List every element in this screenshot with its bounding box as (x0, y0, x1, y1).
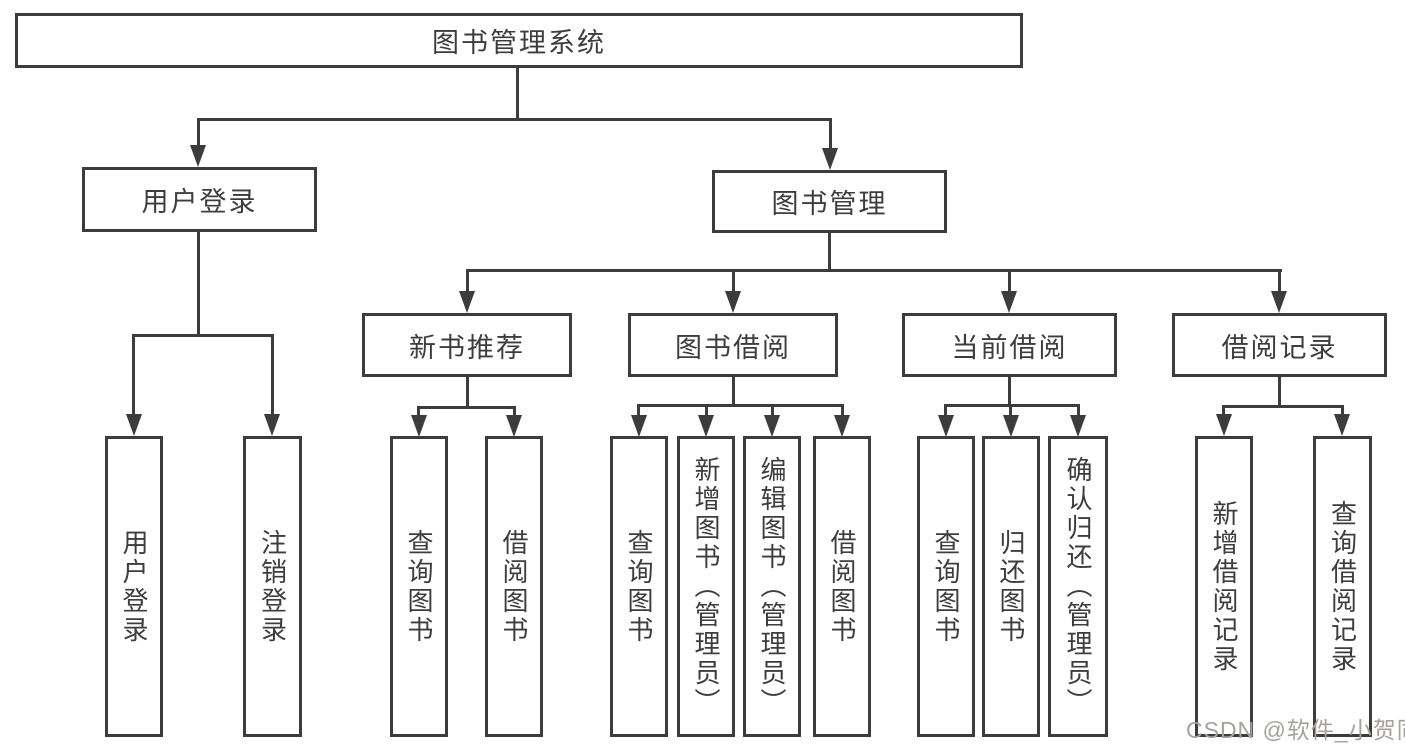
connector-sec2-rail (638, 404, 844, 407)
connector-user-login-drop (197, 230, 200, 337)
leaf-return-books-label: 归还图书 (996, 528, 1026, 645)
arrowhead-leaf-logout (264, 414, 280, 436)
leaf-add-book-admin: 新增图书（管理员） (677, 436, 735, 737)
connector-root-drop (516, 66, 519, 121)
leaf-borrow-books-recommend-label: 借阅图书 (499, 528, 529, 645)
arrowhead-sec3-leaf2 (1003, 415, 1019, 437)
leaf-query-borrow-record-label: 查询借阅记录 (1327, 499, 1358, 674)
arrowhead-borrow-record (1271, 291, 1287, 313)
leaf-logout-label: 注销登录 (257, 528, 288, 645)
arrowhead-sec4-leaf2 (1334, 414, 1350, 436)
leaf-logout: 注销登录 (243, 436, 302, 737)
node-current-borrowing: 当前借阅 (902, 313, 1117, 377)
arrowhead-book-mgmt (822, 148, 838, 170)
arrowhead-sec2-leaf2 (698, 415, 714, 437)
node-root-label: 图书管理系统 (432, 28, 606, 58)
connector-level2-rail (466, 269, 1282, 272)
arrowhead-new-book (459, 291, 475, 313)
node-borrow-records: 借阅记录 (1172, 313, 1387, 377)
node-user-login-label: 用户登录 (141, 187, 258, 217)
connector-book-mgmt-stem (829, 118, 832, 150)
leaf-query-borrow-record: 查询借阅记录 (1313, 436, 1372, 737)
arrowhead-current-borrow (1001, 291, 1017, 313)
node-book-management: 图书管理 (712, 170, 947, 233)
connector-sec4-leaf1-stem (1222, 405, 1225, 416)
connector-sec1-leaf2-stem (513, 406, 516, 417)
leaf-user-login-label: 用户登录 (119, 528, 149, 645)
connector-sec2-drop (732, 375, 735, 407)
connector-user-login-stem (197, 118, 200, 147)
leaf-borrow-books-borrowing: 借阅图书 (813, 436, 871, 737)
connector-leaf-login-stem (132, 334, 135, 416)
connector-sec3-leaf1-stem (944, 404, 947, 417)
node-borrow-records-label: 借阅记录 (1221, 332, 1338, 363)
arrowhead-user-login (190, 145, 206, 167)
node-new-book-recommend-label: 新书推荐 (409, 332, 525, 363)
arrowhead-sec4-leaf1 (1216, 414, 1232, 436)
connector-sec4-drop (1278, 375, 1281, 408)
leaf-add-borrow-record-label: 新增借阅记录 (1209, 499, 1239, 674)
arrowhead-book-borrow (725, 291, 741, 313)
connector-sec4-leaf2-stem (1341, 405, 1344, 416)
connector-current-borrow-stem (1008, 269, 1011, 294)
connector-sec2-leaf2-stem (705, 404, 708, 417)
connector-sec1-rail (418, 406, 516, 409)
connector-borrow-record-stem (1278, 269, 1281, 294)
node-book-management-label: 图书管理 (771, 189, 888, 219)
leaf-query-books-borrowing-label: 查询图书 (624, 528, 654, 645)
leaf-edit-book-admin-label: 编辑图书（管理员） (757, 456, 787, 717)
node-root: 图书管理系统 (15, 13, 1023, 68)
arrowhead-sec3-leaf1 (938, 415, 954, 437)
node-book-borrowing-label: 图书借阅 (675, 332, 791, 363)
arrowhead-sec2-leaf3 (764, 415, 780, 437)
arrowhead-sec1-leaf2 (506, 415, 522, 437)
connector-sec2-leaf1-stem (637, 404, 640, 417)
connector-leaf-logout-stem (271, 334, 274, 416)
leaf-add-borrow-record: 新增借阅记录 (1195, 436, 1253, 737)
leaf-borrow-books-borrowing-label: 借阅图书 (827, 528, 857, 645)
leaf-add-book-admin-label: 新增图书（管理员） (691, 456, 721, 717)
connector-sec3-leaf2-stem (1009, 404, 1012, 417)
connector-book-mgmt-drop (828, 231, 831, 272)
connector-level1-rail (197, 118, 832, 121)
connector-sec1-drop (466, 375, 469, 409)
node-new-book-recommend: 新书推荐 (362, 313, 572, 377)
connector-sec3-leaf3-stem (1077, 404, 1080, 417)
connector-new-book-stem (466, 269, 469, 294)
leaf-confirm-return-admin-label: 确认归还（管理员） (1063, 456, 1093, 717)
node-book-borrowing: 图书借阅 (628, 313, 838, 377)
node-current-borrowing-label: 当前借阅 (951, 332, 1068, 363)
connector-sec3-rail (945, 404, 1080, 407)
arrowhead-leaf-login (126, 414, 142, 436)
arrowhead-sec2-leaf1 (631, 415, 647, 437)
node-user-login: 用户登录 (82, 167, 317, 232)
leaf-query-books-current-label: 查询图书 (931, 528, 961, 645)
leaf-return-books: 归还图书 (982, 436, 1040, 737)
leaf-query-books-recommend-label: 查询图书 (404, 528, 434, 645)
watermark: CSDN @软件_小贺同学 (1186, 717, 1405, 743)
connector-sec1-leaf1-stem (417, 406, 420, 417)
arrowhead-sec3-leaf3 (1070, 415, 1086, 437)
leaf-query-books-borrowing: 查询图书 (610, 436, 668, 737)
connector-sec2-leaf4-stem (841, 404, 844, 417)
leaf-query-books-recommend: 查询图书 (390, 436, 448, 737)
connector-sec2-leaf3-stem (771, 404, 774, 417)
connector-book-borrow-stem (732, 269, 735, 294)
leaf-confirm-return-admin: 确认归还（管理员） (1048, 436, 1108, 737)
leaf-user-login: 用户登录 (105, 436, 163, 737)
leaf-edit-book-admin: 编辑图书（管理员） (743, 436, 801, 737)
leaf-query-books-current: 查询图书 (917, 436, 975, 737)
arrowhead-sec1-leaf1 (411, 415, 427, 437)
connector-sec3-drop (1008, 375, 1011, 407)
connector-sec4-rail (1223, 405, 1344, 408)
arrowhead-sec2-leaf4 (834, 415, 850, 437)
connector-user-login-rail (133, 334, 274, 337)
leaf-borrow-books-recommend: 借阅图书 (485, 436, 543, 737)
